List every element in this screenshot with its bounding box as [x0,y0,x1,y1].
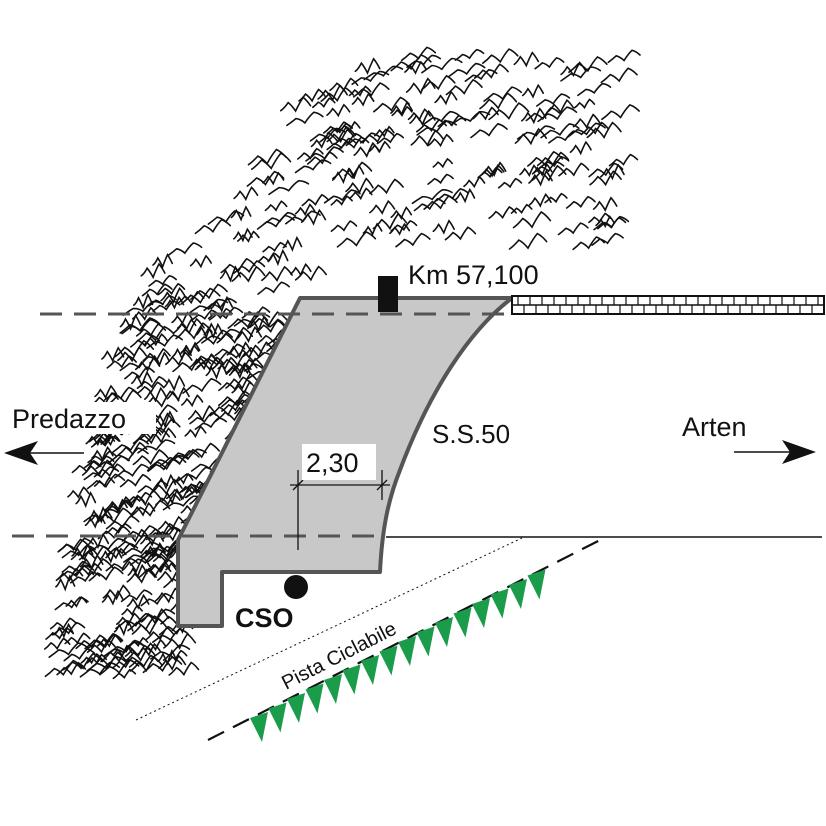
tree-icon [416,626,435,657]
tree-icon [527,569,546,600]
direction-right-label: Arten [682,412,747,442]
arrow-right-icon [734,440,816,464]
guard-rail [511,295,825,315]
arrow-left-icon [4,441,84,465]
km-marker-label: Km 57,100 [408,260,539,290]
tree-icon [287,693,305,723]
tree-icon [305,683,324,714]
tree-icon [250,712,268,742]
vegetation-row [250,569,546,742]
tree-icon [509,579,527,609]
station-label: CSO [235,603,294,633]
tree-icon [379,645,398,676]
dimension-label: 2,30 [306,448,359,478]
tree-icon [398,636,416,666]
tree-icon [324,674,342,704]
tree-icon [453,607,472,638]
tree-icon [268,702,287,733]
direction-left-label: Predazzo [12,404,126,434]
tree-icon [472,598,490,628]
tree-icon [361,655,379,685]
bike-path-dotted-edge [135,537,523,721]
dimension-line [290,470,390,550]
bike-path-dashed-edge [207,537,605,741]
station-point [284,575,308,599]
road-label: S.S.50 [432,419,510,449]
km-marker-post [378,276,398,312]
tree-icon [342,664,361,695]
tree-icon [490,588,509,619]
tree-icon [435,617,453,647]
